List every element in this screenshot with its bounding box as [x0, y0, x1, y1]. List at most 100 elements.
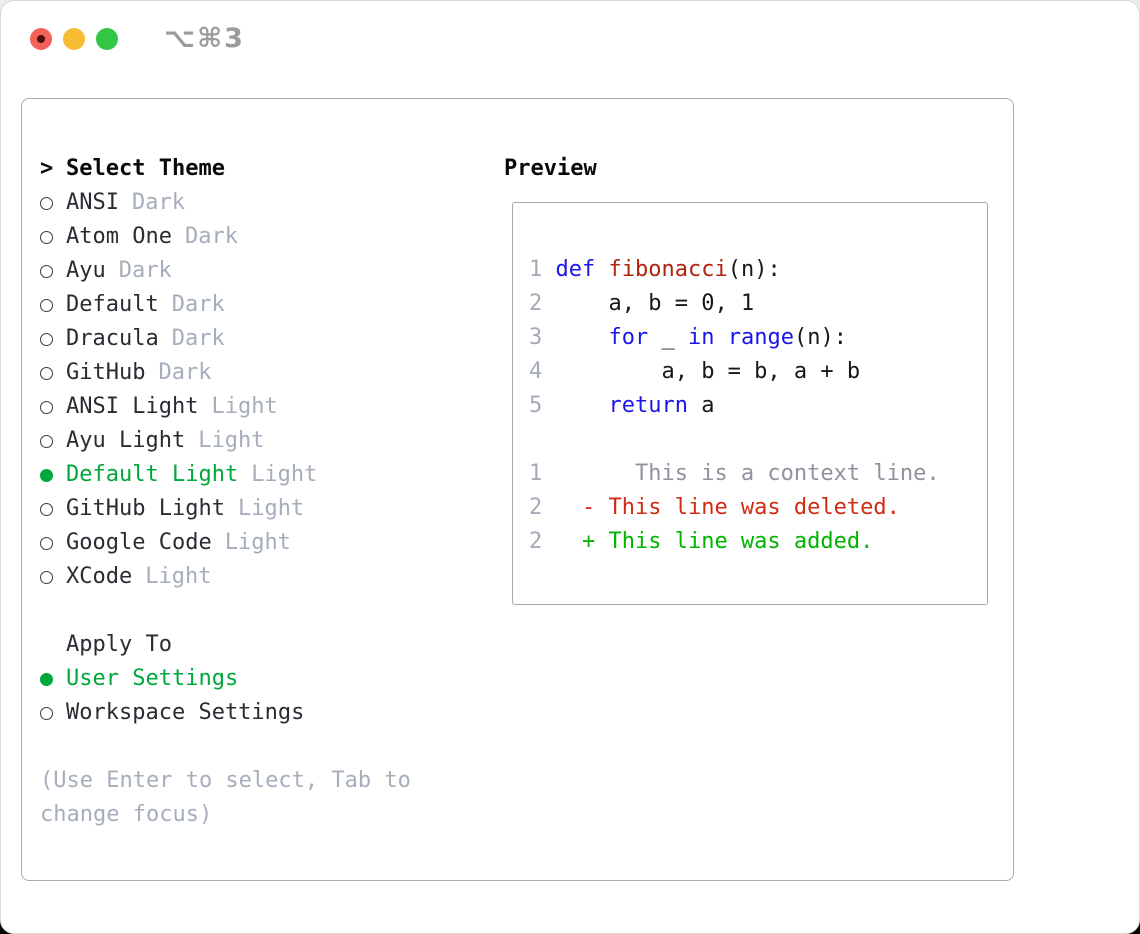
token-pl: a, b = b, a + b — [555, 359, 861, 384]
theme-variant-label: Dark — [171, 292, 225, 317]
code-line — [529, 423, 987, 457]
radio-slot — [40, 264, 66, 278]
theme-name: Google Code — [66, 530, 212, 555]
radio-icon — [40, 332, 53, 346]
radio-icon — [40, 400, 53, 414]
token-gut: 1 — [529, 461, 556, 486]
theme-variant-label: Light — [145, 564, 212, 589]
theme-variant-label: Light — [198, 428, 265, 453]
code-line: 4 a, b = b, a + b — [529, 355, 987, 389]
token-gut: 1 — [529, 257, 556, 282]
apply-option-label: Workspace Settings — [66, 700, 305, 725]
apply-option-user-settings[interactable]: User Settings — [40, 662, 238, 696]
radio-slot — [40, 502, 66, 516]
code-line: 1 def fibonacci(n): — [529, 253, 987, 287]
token-kw: def — [555, 257, 609, 282]
token-del: - This line was deleted. — [555, 495, 900, 520]
apply-option-label: User Settings — [66, 666, 239, 691]
theme-variant-label: Light — [251, 462, 318, 487]
radio-slot — [40, 196, 66, 210]
theme-name: ANSI — [66, 190, 119, 215]
theme-option-github-light[interactable]: GitHub Light Light — [40, 492, 304, 526]
radio-slot — [40, 230, 66, 244]
theme-name: Ayu — [66, 258, 106, 283]
token-gut: 5 — [529, 393, 556, 418]
radio-slot — [40, 434, 66, 448]
radio-icon — [40, 196, 53, 210]
radio-icon — [40, 264, 53, 278]
preview-title: Preview — [504, 156, 597, 181]
code-line: 3 for _ in range(n): — [529, 321, 987, 355]
theme-option-default[interactable]: Default Dark — [40, 288, 225, 322]
token-pl: _ — [648, 325, 688, 350]
token-pl: (n): — [727, 257, 781, 282]
help-text-line1: (Use Enter to select, Tab to — [40, 768, 411, 793]
theme-name: GitHub Light — [66, 496, 225, 521]
token-gut: 4 — [529, 359, 556, 384]
code-line: 2 a, b = 0, 1 — [529, 287, 987, 321]
token-fn: fibonacci — [608, 257, 728, 282]
radio-icon — [40, 434, 53, 448]
token-pl — [556, 325, 609, 350]
token-gut: 3 — [529, 325, 556, 350]
radio-slot — [40, 536, 66, 550]
theme-option-atom-one[interactable]: Atom One Dark — [40, 220, 238, 254]
select-theme-heading: > Select Theme — [40, 152, 225, 186]
theme-option-ansi-light[interactable]: ANSI Light Light — [40, 390, 278, 424]
token-add: + This line was added. — [555, 529, 874, 554]
theme-name: GitHub — [66, 360, 146, 385]
theme-variant-label: Dark — [158, 360, 212, 385]
token-pl: a — [687, 393, 715, 418]
radio-slot — [40, 298, 66, 312]
token-gut: 2 — [529, 291, 556, 316]
code-line: 1 This is a context line. — [529, 457, 987, 491]
select-theme-title: Select Theme — [66, 156, 225, 181]
close-dot-icon — [37, 35, 45, 43]
apply-to-heading: Apply To — [66, 628, 172, 662]
theme-variant-label: Light — [237, 496, 305, 521]
radio-slot — [40, 366, 66, 380]
radio-slot — [40, 332, 66, 346]
titlebar: ⌥⌘3 — [1, 1, 1139, 98]
theme-name: Ayu Light — [66, 428, 186, 453]
radio-icon — [40, 706, 53, 720]
code-line: 5 return a — [529, 389, 987, 423]
code-line: 2 + This line was added. — [529, 525, 987, 559]
token-pl: (n): — [793, 325, 847, 350]
theme-option-google-code[interactable]: Google Code Light — [40, 526, 291, 560]
apply-to-title: Apply To — [66, 632, 172, 657]
apply-option-workspace-settings[interactable]: Workspace Settings — [40, 696, 304, 730]
radio-slot — [40, 706, 66, 720]
token-kw: return — [608, 393, 688, 418]
theme-variant-label: Light — [211, 394, 278, 419]
token-gut: 2 — [529, 529, 556, 554]
radio-slot — [40, 400, 66, 414]
theme-variant-label: Dark — [184, 224, 238, 249]
theme-name: ANSI Light — [66, 394, 199, 419]
maximize-button[interactable] — [96, 28, 118, 50]
theme-name: Atom One — [66, 224, 172, 249]
theme-option-default-light[interactable]: Default Light Light — [40, 458, 317, 492]
token-gut: 2 — [529, 495, 556, 520]
theme-name: Default — [66, 292, 159, 317]
minimize-button[interactable] — [63, 28, 85, 50]
close-button[interactable] — [30, 28, 52, 50]
theme-option-ayu-light[interactable]: Ayu Light Light — [40, 424, 264, 458]
theme-variant-label: Dark — [131, 190, 185, 215]
theme-option-github[interactable]: GitHub Dark — [40, 356, 211, 390]
theme-variant-label: Light — [224, 530, 291, 555]
help-text-line2: change focus) — [40, 802, 213, 827]
token-kw: range — [727, 325, 794, 350]
theme-option-ansi[interactable]: ANSI Dark — [40, 186, 185, 220]
theme-name: Default Light — [66, 462, 239, 487]
token-ctx: This is a context line. — [555, 461, 940, 486]
radio-icon — [40, 502, 53, 516]
radio-icon — [40, 230, 53, 244]
